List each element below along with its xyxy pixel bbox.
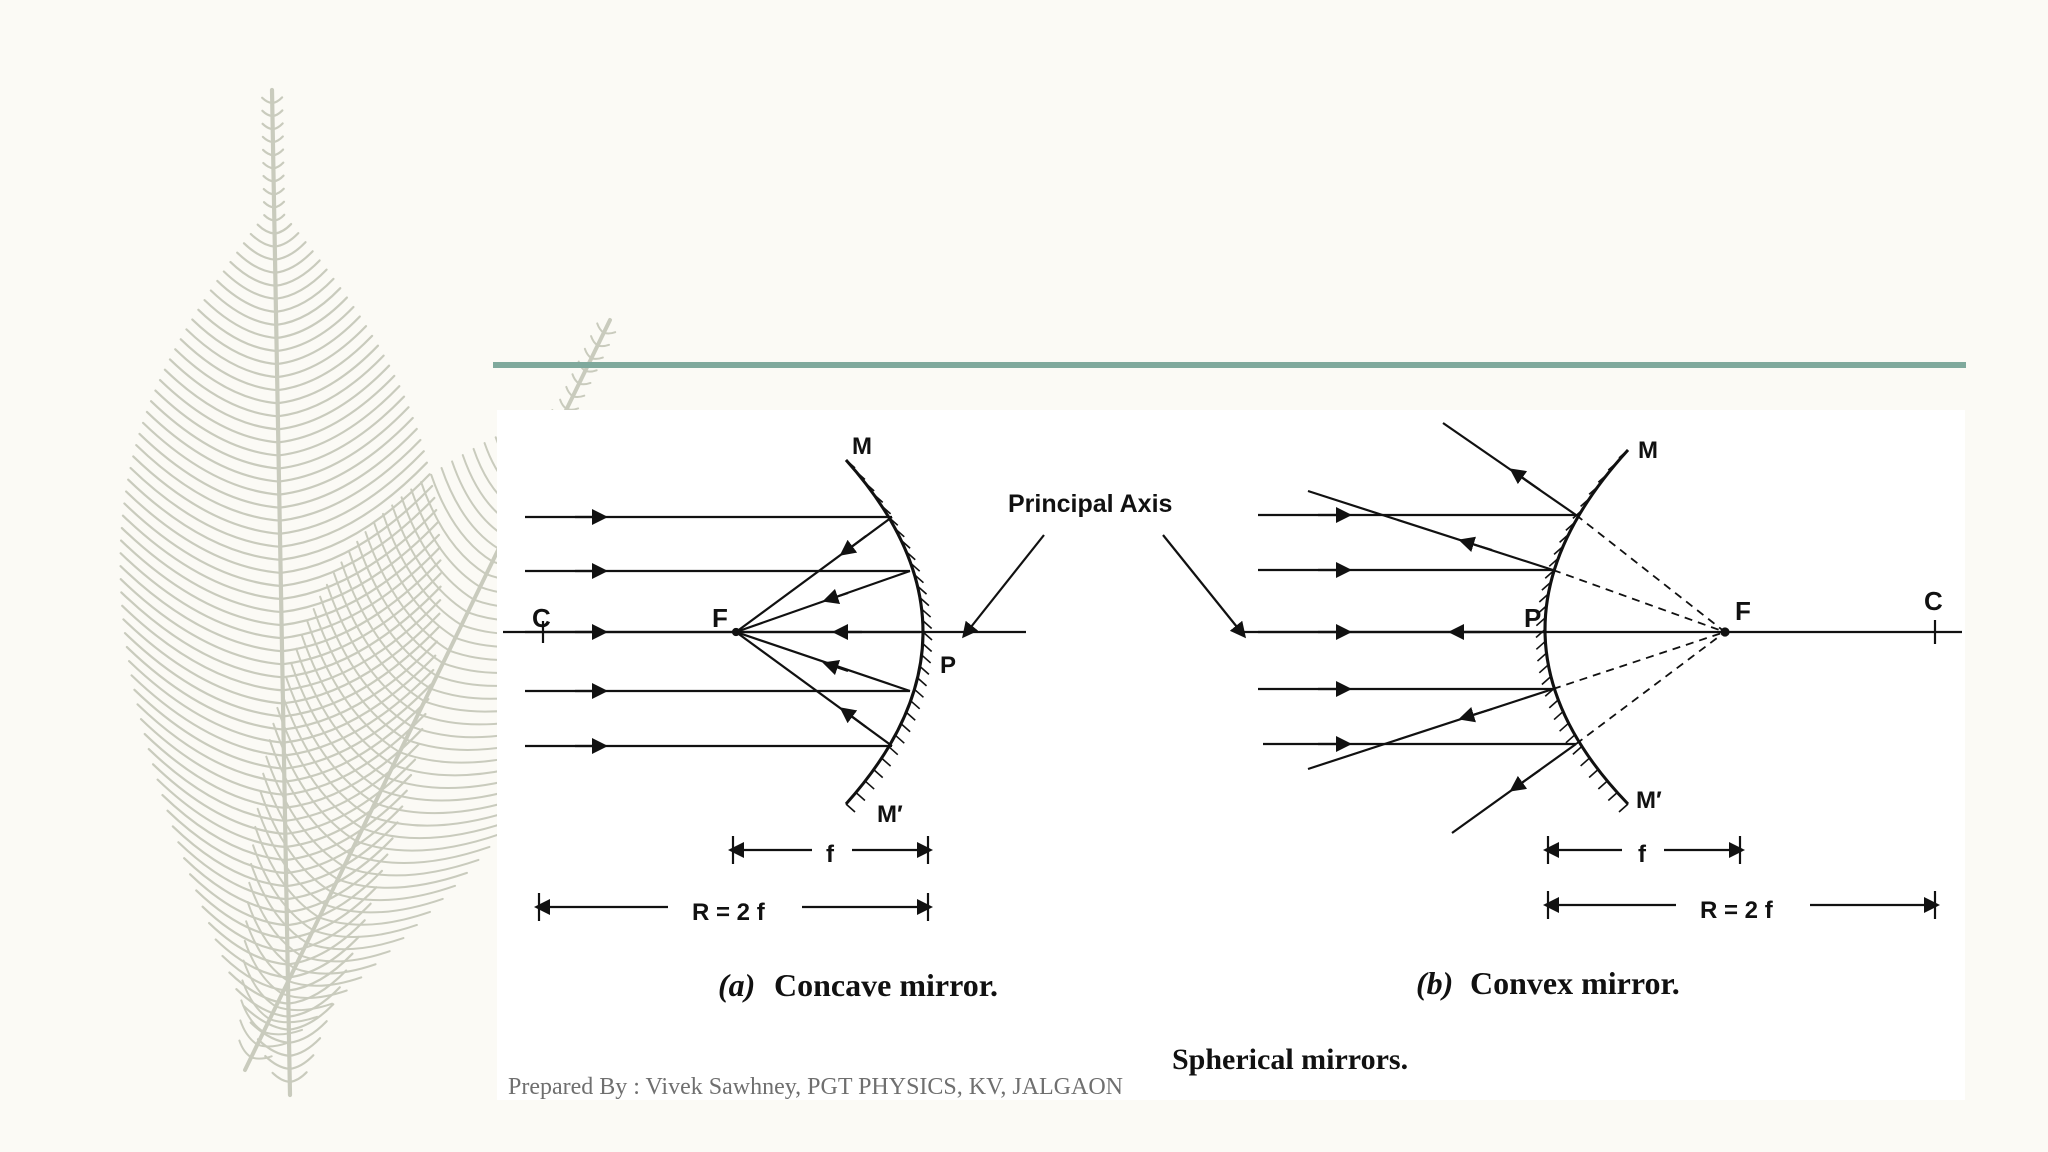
ray-arrow [1458,536,1493,552]
reflected-ray [735,630,911,693]
ray-arrow [822,588,849,605]
principal-axis-label: Principal Axis [1008,490,1172,518]
concave-label-f: f [826,841,835,868]
concave-caption: Concave mirror. [774,967,998,1003]
ray-arrow [839,535,867,556]
reflected-ray [735,631,893,747]
principal-axis-pointer [962,534,1045,639]
convex-label-F: F [1735,596,1751,626]
mirror-hatching [845,459,933,813]
concave-label-M: M [852,433,872,460]
ray-arrow [1509,468,1541,491]
diagram-title: Spherical mirrors. [1172,1043,1408,1076]
concave-label-C: C [532,603,551,633]
concave-label-M-prime: M′ [877,801,903,828]
reflected-ray [735,516,893,633]
ray-arrow [839,707,867,728]
reflected-ray [1307,687,1554,771]
diagram-panel [497,410,1965,1100]
principal-axis-pointer [1162,534,1247,639]
mirror-hatching [1535,449,1629,813]
convex-caption-part: (b) [1416,965,1453,1001]
convex-label-R: R = 2 f [1700,897,1774,924]
convex-caption: Convex mirror. [1470,965,1680,1001]
footer-credit: Prepared By : Vivek Sawhney, PGT PHYSICS… [508,1074,1124,1100]
virtual-rays [1552,514,1726,745]
convex-label-C: C [1924,586,1943,616]
concave-caption-part: (a) [718,967,755,1003]
reflected-ray [1442,422,1577,516]
convex-label-P: P [1524,603,1541,633]
ray-arrow [822,659,849,676]
concave-label-F: F [712,603,728,633]
reflected-ray [1451,743,1577,834]
convex-label-M-prime: M′ [1636,787,1662,814]
accent-rule [493,362,1966,368]
reflected-ray [1307,489,1554,572]
convex-label-f: f [1638,841,1647,868]
concave-label-R: R = 2 f [692,899,766,926]
convex-label-M: M [1638,437,1658,464]
concave-mirror-figure [503,458,1045,921]
focus-point [1720,627,1730,637]
reflected-ray [735,569,911,634]
ray-arrow [1509,769,1541,792]
convex-mirror-figure [1162,422,1962,919]
concave-label-P: P [940,652,956,679]
ray-arrow [1458,707,1493,723]
focus-point [731,627,741,637]
